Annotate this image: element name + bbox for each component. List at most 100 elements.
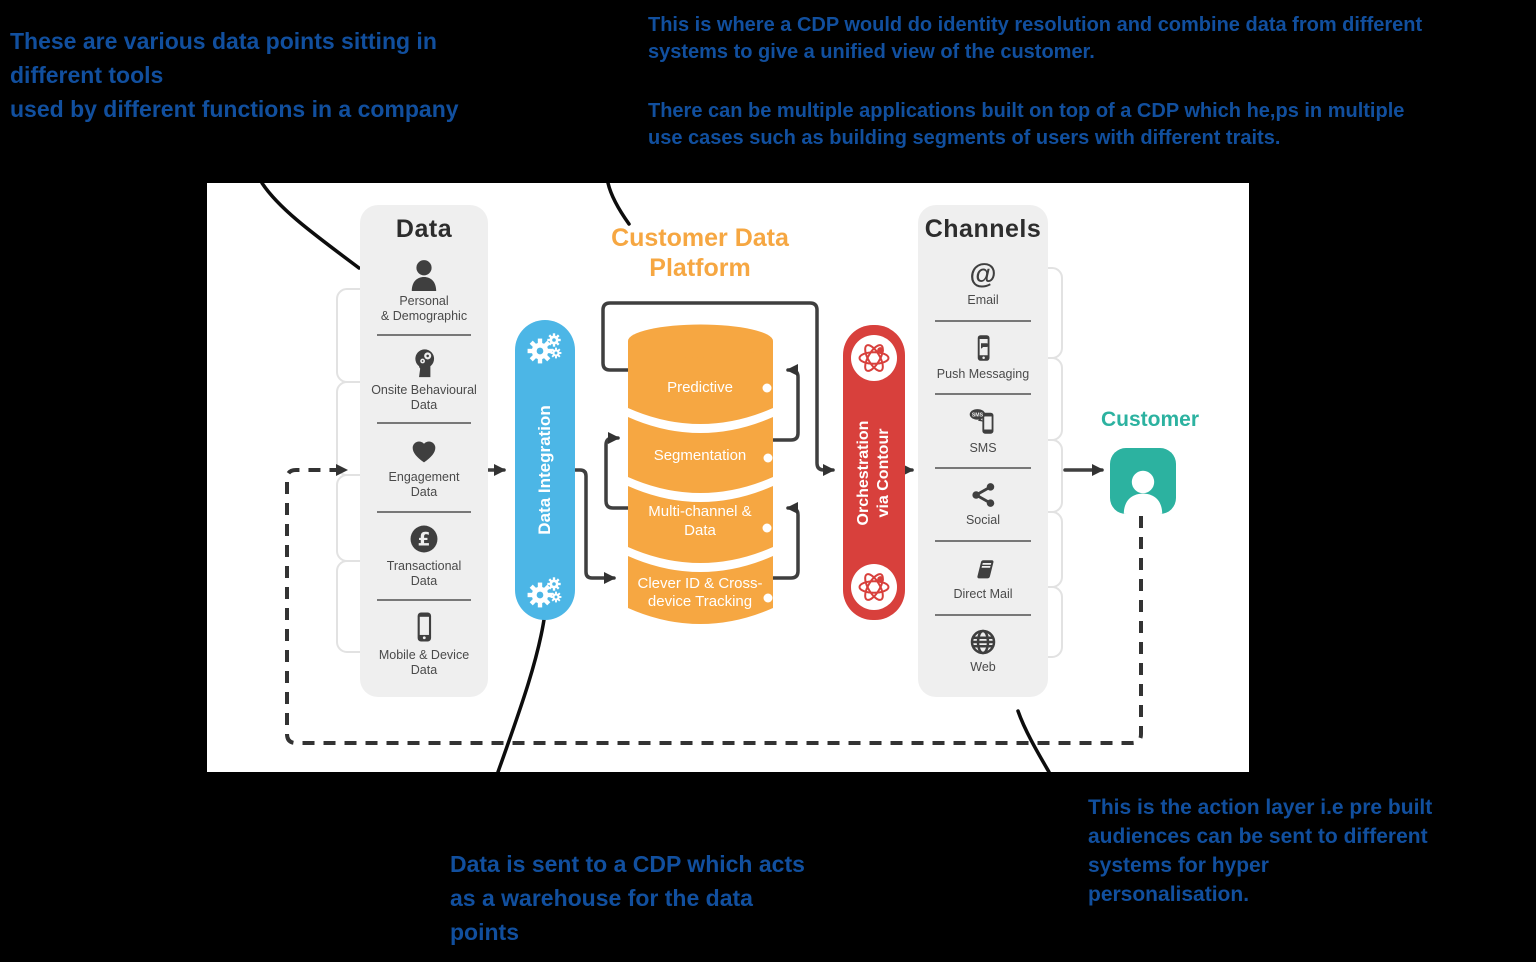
channel-item-label: Web — [970, 660, 996, 675]
annotation-line: This is where a CDP would do identity re… — [648, 14, 1423, 36]
annotation-top-right: This is where a CDP would do identity re… — [648, 12, 1536, 152]
orbit-logo-icon — [850, 334, 898, 382]
data-item-label: Personal & Demographic — [380, 294, 468, 324]
annotation-line: use cases such as building segments of u… — [648, 127, 1281, 149]
cdp-layer-multichannel-line2: Data — [684, 522, 716, 539]
person-icon — [411, 260, 437, 292]
gears-icon — [527, 577, 562, 608]
channel-item-sms: SMS SMS — [918, 395, 1048, 467]
cdp-title-line2: Platform — [649, 254, 751, 282]
divider — [376, 510, 472, 513]
channel-item-web: Web — [918, 616, 1048, 688]
annotation-line: systems to give a unified view of the cu… — [648, 41, 1095, 63]
divider — [376, 334, 472, 337]
leader-bottom-center — [496, 611, 547, 772]
customer-label: Customer — [1100, 408, 1200, 431]
data-item-label: Onsite Behavioural Data — [371, 382, 477, 412]
cdp-diagram: Predictive Segmentation Multi-channel & … — [207, 183, 1249, 772]
direct-mail-icon — [977, 560, 994, 579]
arrow-segmentation-to-predictive — [771, 364, 800, 442]
divider — [934, 540, 1032, 542]
annotation-line: points — [450, 919, 519, 945]
pound-coin-icon: £ — [410, 525, 438, 553]
email-icon: @ — [970, 260, 997, 289]
svg-text:@: @ — [970, 260, 997, 289]
web-globe-icon — [970, 629, 996, 655]
behaviour-head-icon — [415, 349, 435, 377]
annotation-line: Data is sent to a CDP which acts — [450, 851, 805, 877]
data-item-engagement: Engagement Data — [360, 424, 488, 510]
annotation-line: as a warehouse for the data — [450, 885, 753, 911]
annotation-line: There can be multiple applications built… — [648, 100, 1405, 122]
divider — [376, 598, 472, 601]
channel-item-social: Social — [918, 469, 1048, 541]
annotation-line: used by different functions in a company — [10, 96, 459, 122]
leader-top-left — [260, 183, 361, 270]
data-item-mobile-device: Mobile & Device Data — [360, 601, 488, 687]
arrow-integration-to-cleverid — [573, 468, 616, 584]
channel-item-label: Direct Mail — [953, 586, 1013, 601]
channel-item-email: @ Email — [918, 248, 1048, 320]
social-share-icon — [972, 483, 995, 508]
arrow-predictive-to-orchestration — [601, 301, 835, 476]
annotation-bottom-center: Data is sent to a CDP which acts as a wa… — [450, 847, 805, 949]
data-item-label: Transactional Data — [386, 559, 462, 589]
cdp-database-stack: Predictive Segmentation Multi-channel & … — [628, 324, 773, 624]
orchestration-pill: Orchestration via Contour — [843, 325, 905, 620]
channel-item-push-messaging: Push Messaging — [918, 322, 1048, 394]
gears-icon — [527, 333, 562, 364]
annotation-line: different tools — [10, 62, 164, 88]
leader-top-right — [606, 183, 631, 226]
channel-item-label: Social — [965, 513, 1001, 528]
channel-item-label: Email — [967, 292, 999, 307]
channels-panel: Channels @ Email Push Messaging — [918, 205, 1048, 697]
annotation-leader-lines — [260, 183, 1051, 772]
cdp-title-line1: Customer Data — [611, 224, 789, 252]
data-item-label: Engagement Data — [388, 470, 460, 499]
annotation-line: This is the action layer i.e pre built — [1088, 796, 1433, 819]
annotation-line: personalisation. — [1088, 883, 1250, 906]
arrow-multichannel-to-segmentation — [604, 432, 630, 510]
flow-connectors — [486, 301, 1104, 584]
orchestration-label: Orchestration via Contour — [855, 420, 892, 525]
cdp-title: Customer Data Platform — [585, 223, 815, 283]
smartphone-icon — [417, 612, 432, 642]
channels-panel-title: Channels — [924, 215, 1042, 243]
divider — [934, 613, 1032, 616]
cdp-layer-segmentation: Segmentation — [654, 447, 747, 464]
data-integration-label: Data Integration — [535, 405, 554, 535]
orbit-logo-icon — [850, 563, 898, 611]
diagram-connectors: Predictive Segmentation Multi-channel & … — [260, 183, 1143, 772]
data-item-transactional: £ Transactional Data — [360, 513, 488, 599]
data-item-personal-demographic: Personal & Demographic — [360, 248, 488, 334]
annotation-line: audiences can be sent to different — [1088, 825, 1428, 848]
data-sources-panel: Data Personal & Demographic — [360, 205, 488, 697]
svg-text:£: £ — [418, 530, 431, 551]
divider — [934, 466, 1032, 469]
sms-icon: SMS — [969, 408, 994, 434]
leader-bottom-right — [1016, 709, 1051, 772]
channel-item-direct-mail: Direct Mail — [918, 542, 1048, 614]
divider — [934, 393, 1032, 395]
divider — [934, 319, 1032, 322]
feedback-loop-dashed-line — [285, 464, 1143, 745]
cdp-layer-predictive: Predictive — [667, 379, 733, 396]
svg-text:SMS: SMS — [972, 412, 984, 418]
annotation-bottom-right: This is the action layer i.e pre built a… — [1088, 793, 1432, 909]
push-messaging-icon — [977, 335, 990, 361]
data-item-label: Mobile & Device Data — [378, 648, 470, 678]
channel-item-label: SMS — [969, 440, 997, 455]
data-panel-title: Data — [395, 215, 453, 243]
annotation-line: These are various data points sitting in — [10, 28, 437, 54]
data-item-onsite-behavioural: Onsite Behavioural Data — [360, 336, 488, 422]
person-icon — [1123, 470, 1163, 514]
annotation-line: systems for hyper — [1088, 854, 1269, 877]
cdp-layer-multichannel-line1: Multi-channel & — [648, 503, 751, 520]
channel-item-label: Push Messaging — [936, 367, 1030, 382]
divider — [376, 422, 472, 425]
annotation-top-left: These are various data points sitting in… — [10, 24, 459, 126]
customer-icon — [1110, 448, 1176, 514]
heart-icon — [412, 441, 436, 463]
cdp-layer-cleverid-line1: Clever ID & Cross- — [637, 575, 762, 592]
data-integration-pill: Data Integration — [515, 320, 575, 620]
